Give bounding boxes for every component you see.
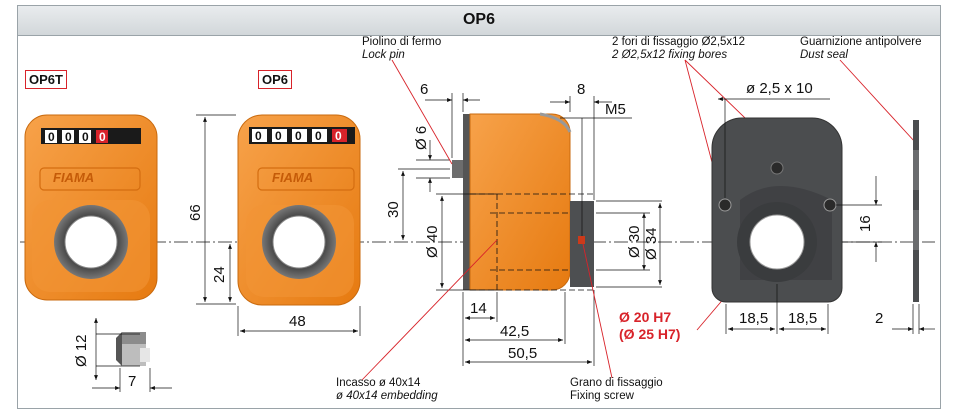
lock-pin-en: Lock pin bbox=[362, 49, 405, 61]
side-view bbox=[452, 112, 596, 291]
op6-digit: 0 bbox=[295, 129, 302, 143]
op6-digit: 0 bbox=[315, 129, 322, 143]
op6-digit-window bbox=[292, 129, 307, 142]
dim-d50-5: 50,5 bbox=[508, 345, 537, 362]
dust-seal-it: Guarnizione antipolvere bbox=[800, 36, 922, 48]
dust-seal-en: Dust seal bbox=[800, 49, 848, 61]
op6t-digit-window bbox=[45, 130, 57, 143]
dim-pin-d6: Ø 6 bbox=[413, 126, 430, 150]
page-title: OP6 bbox=[462, 11, 495, 28]
dim-d7: 7 bbox=[128, 373, 136, 390]
fixing-screw-en: Fixing screw bbox=[570, 390, 634, 402]
note-embedding: Incasso ø 40x14 ø 40x14 embedding bbox=[336, 377, 438, 403]
op6-brand: FIAMA bbox=[272, 170, 313, 185]
op6t-digit-window bbox=[62, 130, 74, 143]
op6-digit-window bbox=[312, 129, 327, 142]
dim-d48: 48 bbox=[289, 313, 306, 330]
op6-digit-window bbox=[272, 129, 287, 142]
dim-d18-5-right: 18,5 bbox=[788, 310, 817, 327]
dim-d2: 2 bbox=[875, 310, 883, 327]
tag-op6: OP6 bbox=[258, 70, 293, 89]
op6-digit: 0 bbox=[255, 129, 262, 143]
embedding-it: Incasso ø 40x14 bbox=[336, 377, 421, 389]
embedding-en: ø 40x14 embedding bbox=[336, 390, 438, 402]
dim-d12: Ø 12 bbox=[73, 334, 90, 367]
op6-digit: 0 bbox=[275, 129, 282, 143]
op6t-digit: 0 bbox=[99, 130, 106, 144]
op6t-digit: 0 bbox=[65, 130, 72, 144]
note-fixing-screw: Grano di fissaggio Fixing screw bbox=[570, 377, 663, 403]
tag-op6t: OP6T bbox=[25, 70, 67, 89]
op6-digit: 0 bbox=[335, 129, 342, 143]
note-dust-seal: Guarnizione antipolvere Dust seal bbox=[800, 36, 921, 62]
op6t-digit-window bbox=[96, 130, 108, 143]
dim-bore-pitch: ø 2,5 x 10 bbox=[746, 80, 813, 97]
op6-digit-window bbox=[252, 129, 267, 142]
dust-seal bbox=[913, 120, 919, 302]
dim-d30: Ø 30 bbox=[626, 225, 643, 258]
fixing-bores-it: 2 fori di fissaggio Ø2,5x12 bbox=[612, 36, 745, 48]
op6-digit-window bbox=[332, 129, 347, 142]
fixing-screw-it: Grano di fissaggio bbox=[570, 377, 663, 389]
title-bar: OP6 bbox=[18, 6, 940, 36]
rear-view bbox=[711, 117, 843, 303]
dim-m5: M5 bbox=[605, 101, 626, 118]
note-lock-pin: Piolino di fermo Lock pin bbox=[362, 36, 441, 62]
lock-pin-it: Piolino di fermo bbox=[362, 36, 442, 48]
op6t-digit-window bbox=[79, 130, 91, 143]
op6t-brand: FIAMA bbox=[53, 170, 94, 185]
fixing-bores-en: 2 Ø2,5x12 fixing bores bbox=[612, 49, 728, 61]
dim-d24: 24 bbox=[211, 266, 228, 283]
op6t-digit: 0 bbox=[48, 130, 55, 144]
dim-d16: 16 bbox=[857, 215, 874, 232]
dim-d42-5: 42,5 bbox=[500, 323, 529, 340]
bore-h20: Ø 20 H7 bbox=[619, 309, 672, 325]
dim-d34: Ø 34 bbox=[643, 227, 660, 260]
pin-detail bbox=[92, 318, 172, 392]
dim-d8: 8 bbox=[577, 81, 585, 98]
dim-d18-5-left: 18,5 bbox=[739, 310, 768, 327]
note-fixing-bores: 2 fori di fissaggio Ø2,5x12 2 Ø2,5x12 fi… bbox=[612, 36, 745, 62]
dim-d6-top: 6 bbox=[420, 81, 428, 98]
dim-d14: 14 bbox=[470, 300, 487, 317]
dim-d66: 66 bbox=[187, 204, 204, 221]
dim-d30v: 30 bbox=[385, 201, 402, 218]
op6t-digit: 0 bbox=[82, 130, 89, 144]
dim-d40: Ø 40 bbox=[424, 225, 441, 258]
bore-h25: (Ø 25 H7) bbox=[619, 326, 681, 342]
